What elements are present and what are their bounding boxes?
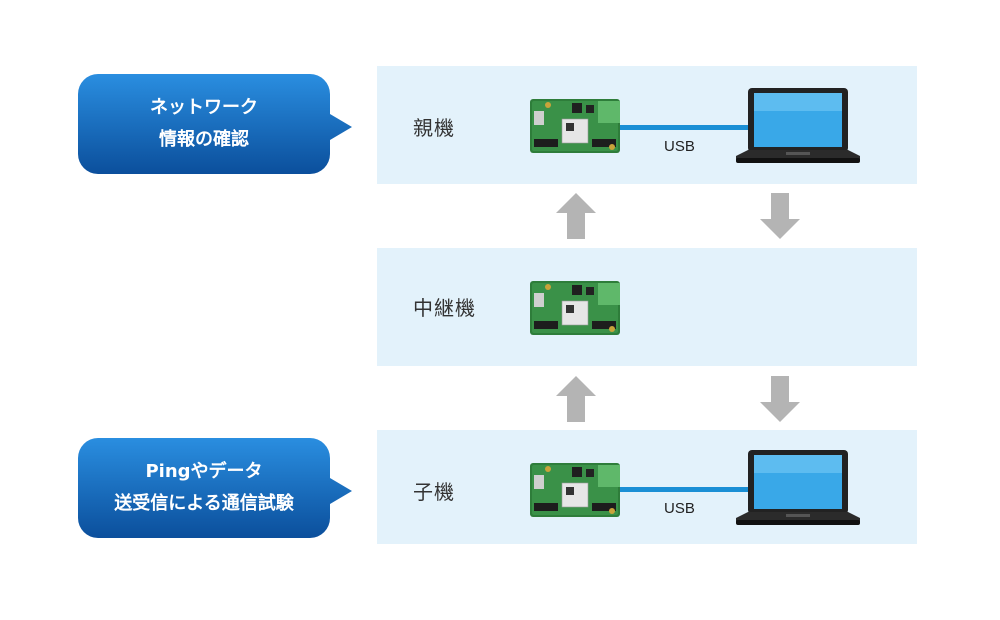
- band-relay: 中継機: [377, 248, 917, 366]
- wireless-module-board-icon: [530, 463, 620, 517]
- callout-network-info-text: ネットワーク 情報の確認: [78, 74, 330, 174]
- band-label-relay: 中継機: [413, 296, 476, 320]
- band-label-parent: 親機: [413, 116, 455, 140]
- callout-ping-test: Pingやデータ 送受信による通信試験: [78, 438, 358, 538]
- arrow-up-icon: [556, 376, 596, 422]
- wireless-module-board-icon: [530, 99, 620, 153]
- arrow-down-icon: [760, 193, 800, 239]
- callout-line-2: 送受信による通信試験: [114, 493, 294, 514]
- laptop-icon: [736, 88, 860, 163]
- usb-label-child: USB: [664, 500, 695, 517]
- usb-label-parent: USB: [664, 138, 695, 155]
- callout-bubble-shape: [78, 74, 352, 174]
- callout-network-info: ネットワーク 情報の確認: [78, 74, 358, 174]
- callout-ping-test-text: Pingやデータ 送受信による通信試験: [78, 438, 330, 538]
- laptop-icon: [736, 450, 860, 525]
- callout-bubble-shape: [78, 438, 352, 538]
- usb-cable-child: [618, 487, 758, 492]
- usb-cable-parent: [618, 125, 758, 130]
- arrow-down-icon: [760, 376, 800, 422]
- callout-line-1: ネットワーク: [150, 97, 258, 118]
- arrow-up-icon: [556, 193, 596, 239]
- callout-line-2: 情報の確認: [159, 129, 249, 150]
- wireless-module-board-icon: [530, 281, 620, 335]
- callout-line-1: Pingやデータ: [145, 461, 263, 482]
- band-label-child: 子機: [413, 480, 455, 504]
